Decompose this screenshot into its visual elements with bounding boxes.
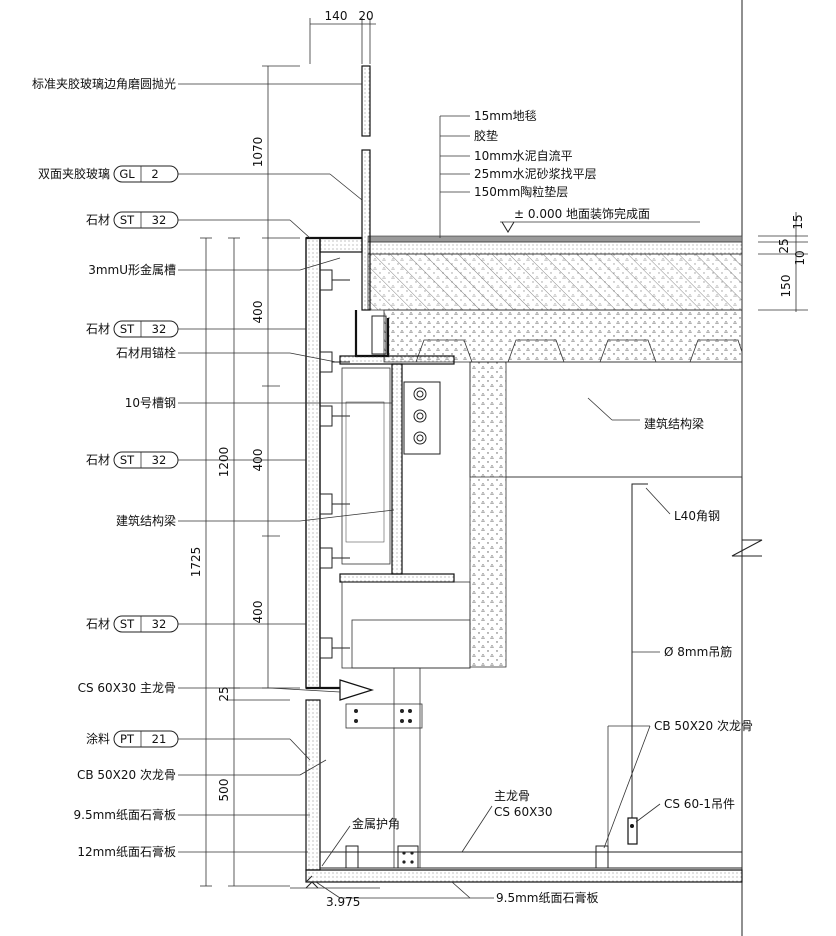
structure	[367, 0, 763, 936]
tag-number: 32	[152, 453, 167, 467]
label-main-keel: CS 60X30 主龙骨	[78, 681, 176, 695]
dim-top-20: 20	[358, 9, 373, 23]
tag-pt-21: PT 21	[113, 730, 179, 748]
dim-right-15: 15	[791, 214, 805, 229]
label-main-keel-right-line2: CS 60X30	[494, 805, 553, 819]
dim-stone-1200: 1200	[217, 447, 231, 478]
floor-layer-ceramsite: 150mm陶粒垫层	[474, 184, 568, 199]
label-stone-4: 石材	[86, 617, 110, 631]
dim-glass-1070: 1070	[251, 137, 265, 168]
tag-number: 32	[152, 213, 167, 227]
dim-right-25: 25	[777, 238, 791, 253]
tag-gl-2: GL 2	[113, 165, 179, 183]
label-gypsum-9-5: 9.5mm纸面石膏板	[74, 807, 176, 822]
label-stone-anchor: 石材用锚栓	[116, 345, 176, 360]
floor-layer-carpet: 15mm地毯	[474, 109, 537, 123]
dim-total-1725: 1725	[189, 547, 203, 578]
tag-code: ST	[120, 322, 135, 336]
label-structural-beam-right: 建筑结构梁	[644, 416, 704, 431]
tag-number: 21	[152, 732, 167, 746]
dim-gap-25: 25	[217, 686, 231, 701]
dim-right-150: 150	[779, 275, 793, 298]
tag-code: GL	[119, 167, 135, 181]
label-secondary-keel-right: CB 50X20 次龙骨	[654, 719, 753, 733]
tag-st-32-a: ST 32	[113, 211, 179, 229]
left-annotations: 标准夹胶玻璃边角磨圆抛光 双面夹胶玻璃 GL 2 石材 ST 32 3mmU形金…	[32, 76, 395, 859]
floor-layer-annotations: 15mm地毯 胶垫 10mm水泥自流平 25mm水泥砂浆找平层 150mm陶粒垫…	[439, 109, 700, 238]
label-stone-2: 石材	[86, 322, 110, 336]
label-u-channel: 3mmU形金属槽	[88, 262, 176, 277]
bottom-level-value: 3.975	[326, 895, 360, 909]
dimensions: 140 20 1070 400 400 400 1200 1725 25 500	[189, 9, 808, 887]
label-metal-corner: 金属护角	[352, 816, 400, 831]
floor-layer-rubber-pad: 胶垫	[474, 128, 498, 143]
dim-stone-400-a: 400	[251, 301, 265, 324]
tag-number: 32	[152, 322, 167, 336]
label-hanger-clip: CS 60-1吊件	[664, 797, 735, 811]
tag-st-32-b: ST 32	[113, 320, 179, 338]
label-secondary-keel-left: CB 50X20 次龙骨	[77, 768, 176, 782]
tag-code: ST	[120, 453, 135, 467]
label-gypsum-12: 12mm纸面石膏板	[77, 844, 176, 859]
label-main-keel-right-line1: 主龙骨	[494, 789, 530, 803]
glass-balustrade	[354, 65, 390, 358]
tag-number: 32	[152, 617, 167, 631]
tag-st-32-c: ST 32	[113, 451, 179, 469]
dim-stone-400-b: 400	[251, 449, 265, 472]
label-bottom-gypsum: 9.5mm纸面石膏板	[496, 890, 598, 905]
tag-code: PT	[120, 732, 135, 746]
tag-number: 2	[151, 167, 158, 181]
steel-frame	[339, 355, 471, 869]
dim-right-10: 10	[793, 250, 807, 265]
label-stone-3: 石材	[86, 453, 110, 467]
label-laminated-glass-edge: 标准夹胶玻璃边角磨圆抛光	[32, 76, 176, 91]
label-l40-angle: L40角钢	[674, 509, 720, 523]
tag-st-32-d: ST 32	[113, 615, 179, 633]
dim-stone-400-c: 400	[251, 601, 265, 624]
right-annotations: 建筑结构梁 L40角钢 Ø 8mm吊筋 CB 50X20 次龙骨 CS 60-1…	[290, 397, 753, 909]
label-hanger-rod: Ø 8mm吊筋	[664, 644, 732, 659]
floor-layer-screed: 25mm水泥砂浆找平层	[474, 166, 597, 181]
floor-layer-self-leveling: 10mm水泥自流平	[474, 149, 573, 163]
label-stone-1: 石材	[86, 213, 110, 227]
stone-cladding	[305, 236, 363, 690]
label-paint: 涂料	[86, 731, 110, 746]
label-channel-steel: 10号槽钢	[125, 396, 176, 410]
floor-level-label: ± 0.000 地面装饰完成面	[514, 206, 650, 221]
dim-soffit-500: 500	[217, 779, 231, 802]
ceiling-soffit	[305, 486, 743, 883]
tag-code: ST	[120, 213, 135, 227]
label-double-laminated-glass: 双面夹胶玻璃	[38, 166, 110, 181]
label-structural-beam-left: 建筑结构梁	[116, 513, 176, 528]
tag-code: ST	[120, 617, 135, 631]
dim-top-140: 140	[325, 9, 348, 23]
